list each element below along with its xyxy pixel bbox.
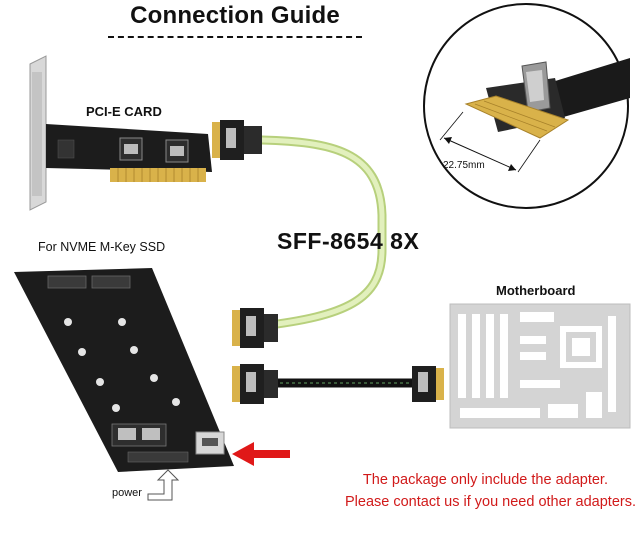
pcie-card-label: PCI-E CARD xyxy=(86,104,162,119)
motherboard-illustration xyxy=(449,303,631,429)
note-line-2: Please contact us if you need other adap… xyxy=(345,494,636,510)
page-title: Connection Guide xyxy=(130,2,340,29)
ssd-label: For NVME M-Key SSD xyxy=(38,240,166,254)
cable-connector-motherboard xyxy=(412,366,444,402)
cable-connector-middle xyxy=(232,308,278,348)
nvme-adapter-illustration xyxy=(14,268,234,472)
note-line-1: The package only include the adapter. xyxy=(362,472,608,488)
connector-zoom-circle xyxy=(423,3,630,209)
cable-connector-lower xyxy=(232,364,278,404)
dimension-label: 22.75mm xyxy=(443,160,485,171)
red-arrow-icon xyxy=(232,442,290,466)
cable-connector-top xyxy=(212,120,262,160)
model-label: SFF-8654 8X xyxy=(277,228,420,254)
pcie-card-illustration xyxy=(29,55,212,211)
power-arrow-icon xyxy=(147,469,180,501)
power-label: power xyxy=(112,487,142,499)
green-cable xyxy=(257,135,387,331)
title-underline xyxy=(108,36,362,38)
motherboard-label: Motherboard xyxy=(496,283,576,298)
